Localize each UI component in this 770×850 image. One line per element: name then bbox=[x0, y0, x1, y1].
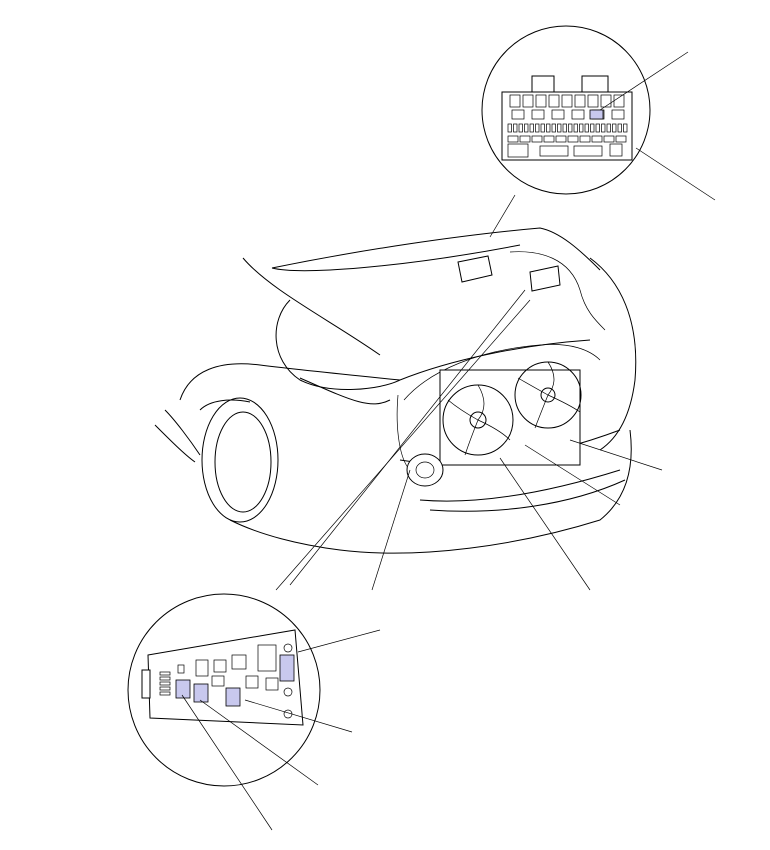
fuse-slot bbox=[507, 123, 512, 133]
terminal-bolt bbox=[283, 687, 293, 697]
fuse-slot bbox=[587, 94, 599, 108]
fuse-slot bbox=[539, 145, 569, 157]
fuse-slot bbox=[513, 123, 518, 133]
fuse-slot bbox=[159, 691, 171, 696]
fuse-slot bbox=[601, 123, 606, 133]
upper-fuse-box-callout bbox=[481, 25, 716, 201]
fuse-slot bbox=[568, 123, 573, 133]
fuse-slot bbox=[562, 123, 567, 133]
highlighted-relay-slot bbox=[193, 683, 209, 703]
fuse-slot bbox=[591, 135, 603, 143]
fuse-slot bbox=[265, 677, 279, 691]
fuse-slot bbox=[609, 143, 623, 157]
fuse-slot bbox=[511, 109, 525, 120]
fuse-slot bbox=[159, 671, 171, 676]
fuse-slot bbox=[543, 135, 555, 143]
fuse-slot bbox=[211, 675, 225, 687]
fuse-slot bbox=[611, 109, 625, 120]
fuse-slot bbox=[567, 135, 579, 143]
fuse-slot bbox=[535, 94, 547, 108]
fuse-slot bbox=[573, 145, 603, 157]
fuse-slot bbox=[557, 123, 562, 133]
fuse-slot bbox=[548, 94, 560, 108]
fuse-slot bbox=[535, 123, 540, 133]
fuse-slot bbox=[573, 123, 578, 133]
fuse-slot bbox=[600, 94, 612, 108]
fuse-slot bbox=[231, 654, 247, 670]
fuse-slot bbox=[159, 676, 171, 681]
fuse-slot bbox=[540, 123, 545, 133]
fuse-slot bbox=[159, 681, 171, 686]
fuse-slot bbox=[518, 123, 523, 133]
fuse-slot bbox=[590, 123, 595, 133]
fuse-slot bbox=[195, 659, 209, 677]
vehicle-front bbox=[154, 227, 637, 554]
fuse-slot bbox=[522, 94, 534, 108]
fuse-slot bbox=[574, 94, 586, 108]
fuse-slot bbox=[612, 123, 617, 133]
fuse-slot bbox=[531, 135, 543, 143]
leader-lines bbox=[181, 194, 663, 831]
fuse-slot bbox=[615, 135, 627, 143]
highlighted-relay-slot bbox=[175, 679, 191, 699]
fuse-slot bbox=[257, 644, 277, 672]
fuse-slot bbox=[507, 143, 529, 158]
fuse-slot bbox=[213, 659, 227, 673]
fuse-slot bbox=[529, 123, 534, 133]
fuse-slot bbox=[519, 135, 531, 143]
highlighted-fuse-slot bbox=[589, 109, 604, 120]
fuse-slot bbox=[531, 109, 545, 120]
fuse-slot bbox=[507, 135, 519, 143]
highlighted-relay-slot bbox=[225, 687, 241, 707]
terminal-bolt bbox=[283, 643, 293, 653]
fuse-slot bbox=[177, 664, 185, 674]
fuse-slot bbox=[617, 123, 622, 133]
lower-relay-box-callout bbox=[127, 593, 321, 787]
fuse-slot bbox=[623, 123, 628, 133]
fuse-slot bbox=[509, 94, 521, 108]
fuse-slot bbox=[245, 675, 259, 689]
fuse-slot bbox=[551, 123, 556, 133]
fuse-slot bbox=[524, 123, 529, 133]
fuse-slot bbox=[555, 135, 567, 143]
radiator-fans bbox=[406, 361, 582, 487]
fuse-slot bbox=[606, 123, 611, 133]
fuse-slot bbox=[579, 123, 584, 133]
fuse-slot bbox=[603, 135, 615, 143]
fuse-slot bbox=[561, 94, 573, 108]
fuse-slot bbox=[546, 123, 551, 133]
fuse-slot bbox=[595, 123, 600, 133]
fuse-slot bbox=[571, 109, 585, 120]
fuse-slot bbox=[584, 123, 589, 133]
fuse-slot bbox=[579, 135, 591, 143]
highlighted-relay-slot bbox=[279, 654, 295, 682]
fuse-slot bbox=[551, 109, 565, 120]
fuse-slot bbox=[159, 686, 171, 691]
